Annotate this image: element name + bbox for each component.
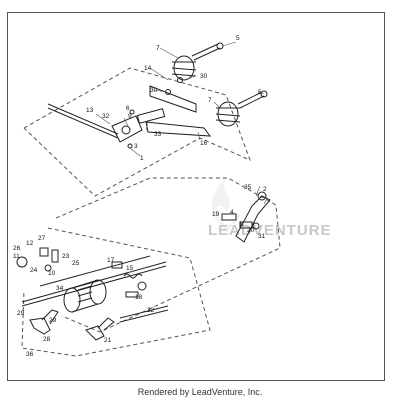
callout-36: 36 <box>26 351 34 358</box>
callout-15: 15 <box>126 265 134 272</box>
callout-27: 27 <box>38 235 46 242</box>
callout-7b: 7 <box>208 97 212 104</box>
callout-5a: 5 <box>236 35 240 42</box>
callout-13: 13 <box>86 107 94 114</box>
diagram-frame <box>7 12 385 381</box>
upper-shift-assembly <box>47 42 268 149</box>
callout-20: 20 <box>247 227 255 234</box>
footpeg-lower <box>215 90 268 127</box>
callout-1: 1 <box>140 155 144 162</box>
callout-7a: 7 <box>156 45 160 52</box>
callout-8: 8 <box>240 221 244 228</box>
callout-25: 25 <box>72 260 80 267</box>
footer-credit: Rendered by LeadVenture, Inc. <box>137 387 263 397</box>
callout-26: 26 <box>13 245 21 252</box>
callout-3: 3 <box>134 143 138 150</box>
leader-lines <box>95 41 267 205</box>
callout-16: 16 <box>200 140 208 147</box>
callout-14: 14 <box>144 65 152 72</box>
parts-linework <box>16 42 281 357</box>
callout-30b: 30 <box>150 87 158 94</box>
callout-12: 12 <box>26 240 34 247</box>
callout-18: 18 <box>135 294 143 301</box>
callout-17: 17 <box>107 257 115 264</box>
callout-23: 23 <box>62 253 70 260</box>
transmission-assembly <box>16 247 169 341</box>
callout-22: 22 <box>147 307 155 314</box>
right-shifter-assembly <box>221 191 271 243</box>
callout-32: 32 <box>102 113 110 120</box>
watermark-text: LEADVENTURE <box>208 222 332 239</box>
dashed-outlines <box>21 67 281 357</box>
callout-35: 35 <box>244 184 252 191</box>
callout-34: 34 <box>56 285 64 292</box>
callout-21: 21 <box>104 337 112 344</box>
callout-28: 28 <box>43 336 51 343</box>
callout-10: 10 <box>48 270 56 277</box>
callout-5b: 5 <box>258 89 262 96</box>
callout-29a: 29 <box>17 310 25 317</box>
callout-33: 33 <box>154 131 162 138</box>
callout-9: 9 <box>128 113 132 120</box>
callout-29b: 29 <box>49 317 57 324</box>
callout-11: 11 <box>13 253 20 260</box>
callout-31: 31 <box>258 233 266 240</box>
callout-4: 4 <box>230 209 234 216</box>
callout-2: 2 <box>263 186 267 193</box>
callout-24: 24 <box>30 267 38 274</box>
callout-30a: 30 <box>200 73 208 80</box>
callout-19: 19 <box>212 211 220 218</box>
callout-6: 6 <box>126 105 130 112</box>
